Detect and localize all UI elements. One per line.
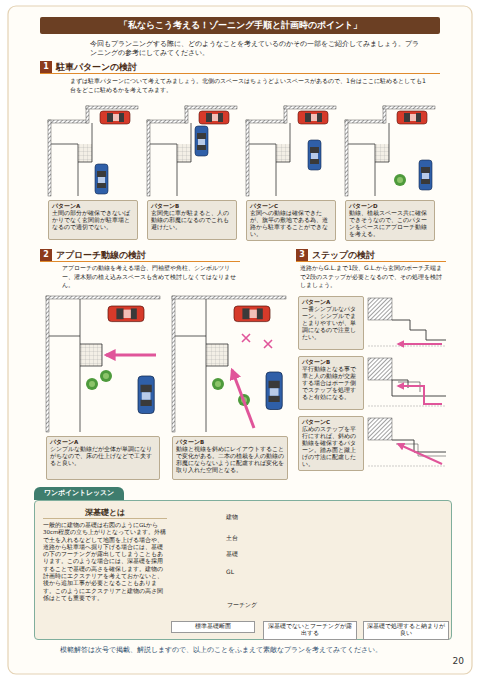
- pattern-box: パターンB動線と視線を斜めにレイアウトすることで変化がある。二本の植栽を人の動線…: [172, 436, 288, 480]
- pattern-heading: パターンB: [302, 359, 360, 366]
- title-band: 「私ならこう考える！ゾーニング手順と計画時のポイント」: [40, 17, 440, 34]
- illustration-path: [398, 386, 442, 404]
- illustration-g: [345, 106, 435, 196]
- pattern-box: パターンB玄関先に車が駐まると、人の動線の邪魔になるのでこれも避けたい。: [147, 200, 237, 240]
- pattern-text: 一番シンプルなパターン。シンプルでまとまりやすいが、単調になるので注意したい。: [302, 306, 360, 341]
- section-number: 3: [296, 249, 308, 261]
- illustration-use: [100, 370, 112, 382]
- illustration-g: [172, 296, 286, 432]
- illustration-use: [48, 106, 138, 196]
- illustration-use: [172, 296, 286, 432]
- illustration-g: [46, 296, 160, 432]
- page-card: [8, 6, 472, 674]
- pattern-heading: パターンB: [176, 439, 284, 446]
- pattern-heading: パターンA: [50, 439, 156, 446]
- pattern-text: 土間の部分が確保できないばかりでなく玄関前が駐車場となるので適切でない。: [52, 210, 134, 231]
- page-number: 20: [436, 656, 464, 667]
- caption-box: 深基礎で処理すると納まりが良い: [363, 621, 449, 640]
- pattern-box: パターンD動線、植栽スペース共に確保できそうなので、このパターンをベースにアプロ…: [345, 200, 435, 241]
- pattern-text: 玄関先に車が駐まると、人の動線の邪魔になるのでこれも避けたい。: [151, 210, 233, 231]
- part-label: フーチング: [226, 601, 260, 609]
- caption-box: 深基礎でないとフーチングが露出する: [263, 621, 357, 640]
- intro-text: 今回もプランニングする際に、どのようなことを考えているのかその一部をご紹介してみ…: [90, 40, 420, 58]
- illustration-use: [394, 174, 406, 186]
- illustration-use: [266, 372, 282, 410]
- illustration-g: [368, 358, 446, 406]
- pattern-heading: パターンA: [52, 203, 134, 210]
- illustration-use: [195, 126, 208, 156]
- approach-sketches: [46, 296, 286, 432]
- pattern-box: パターンA一番シンプルなパターン。シンプルでまとまりやすいが、単調になるので注意…: [298, 296, 364, 350]
- illustration-use: [368, 358, 446, 406]
- illustration-g: [368, 418, 446, 466]
- illustration-path: [392, 380, 446, 396]
- lesson-text: 一般的に建物の基礎は右図のようにGLから30cm程度の立ち上がりとなっています。…: [43, 522, 167, 602]
- section-number: 2: [40, 249, 52, 261]
- illustration-path: [242, 334, 272, 348]
- pattern-box: パターンC玄関への動線は確保できたが、旗竿の敷地である為、道路から駐車することが…: [246, 200, 336, 241]
- illustration-path: [398, 444, 442, 464]
- pattern-box: パターンB平行動線となる事で車と人の動線が交差する場合はポーチ側でステップを処理…: [298, 356, 364, 410]
- pattern-text: 広めのステップを平行にすれば、斜めの動線を確保するパターン。踏み面と蹴上げの寸法…: [302, 426, 360, 468]
- illustration-path: [392, 320, 446, 340]
- illustration-use: [368, 298, 446, 346]
- illustration-g: [48, 106, 138, 196]
- lesson-heading: 深基礎とは: [43, 507, 167, 519]
- pattern-heading: パターンC: [302, 419, 360, 426]
- pattern-heading: パターンD: [349, 203, 431, 210]
- parking-sketches: [48, 106, 435, 196]
- caption-text: 標準基礎断面: [174, 623, 252, 630]
- pattern-box: パターンAシンプルな動線だが全体が単調になりがちなので、床の仕上げなどで工夫する…: [46, 436, 160, 480]
- pattern-heading: パターンA: [302, 299, 360, 306]
- illustration-use: [368, 418, 446, 466]
- part-label: 建物: [225, 513, 245, 521]
- illustration-use: [147, 106, 237, 196]
- pattern-text: 玄関への動線は確保できたが、旗竿の敷地である為、道路から駐車することができない。: [250, 210, 332, 238]
- pattern-box: パターンA土間の部分が確保できないばかりでなく玄関前が駐車場となるので適切でない…: [48, 200, 138, 240]
- pattern-text: 平行動線となる事で車と人の動線が交差する場合はポーチ側でステップを処理すると有効…: [302, 366, 360, 401]
- section-number: 1: [40, 61, 52, 73]
- part-label: 土台: [225, 534, 245, 542]
- illustration-g: [368, 298, 446, 346]
- pattern-box: パターンC広めのステップを平行にすれば、斜めの動線を確保するパターン。踏み面と蹴…: [298, 416, 364, 471]
- illustration-g: [246, 106, 336, 196]
- illustration-use: [246, 106, 336, 196]
- pattern-text: 動線と視線を斜めにレイアウトすることで変化がある。二本の植栽を人の動線の邪魔にな…: [176, 446, 284, 474]
- title-text: 「私ならこう考える！ゾーニング手順と計画時のポイント」: [46, 19, 434, 31]
- illustration-path: [398, 343, 442, 345]
- illustration-use: [46, 296, 160, 432]
- section-heading: アプローチ動線の検討: [56, 249, 236, 261]
- section-heading: 駐車パターンの検討: [56, 61, 256, 73]
- footer-note: 模範解答は次号で掲載、解説しますので、以上のことをふまえて素敵なプランを考えてみ…: [60, 646, 440, 655]
- illustration-g: [147, 106, 237, 196]
- pattern-heading: パターンB: [151, 203, 233, 210]
- illustration-use: [95, 164, 108, 194]
- illustration-path: [232, 370, 254, 428]
- illustration-use: [345, 106, 435, 196]
- section-text: まずは駐車パターンについて考えてみましょう。北側のスペースはちょうどよいスペース…: [70, 77, 430, 94]
- pattern-text: シンプルな動線だが全体が単調になりがちなので、床の仕上げなどで工夫すると良い。: [50, 446, 156, 467]
- step-sketches: [368, 298, 446, 466]
- pattern-text: 動線、植栽スペース共に確保できそうなので、このパターンをベースにアプローチ動線を…: [349, 210, 431, 238]
- section-heading: ステップの検討: [312, 249, 442, 261]
- section-text: 道路からG.L.まで1段、G.L.から玄関のポーチ天端まで2段のステップが必要と…: [300, 264, 446, 290]
- illustration-use: [138, 376, 154, 414]
- caption-box: 標準基礎断面: [171, 621, 255, 633]
- part-label: 基礎: [225, 550, 245, 558]
- caption-text: 深基礎でないとフーチングが露出する: [266, 623, 354, 637]
- illustration-path: [106, 354, 156, 357]
- heading-rule: [40, 74, 446, 262]
- illustration-use: [419, 160, 432, 190]
- lesson-tab: ワンポイントレッスン: [34, 487, 124, 500]
- section-text: アプローチの動線を考える場合、門袖壁や角柱、シンボルツリー、灌木類の植え込みスペ…: [62, 264, 238, 290]
- part-label: GL: [225, 568, 245, 576]
- caption-text: 深基礎で処理すると納まりが良い: [366, 623, 446, 637]
- pattern-heading: パターンC: [250, 203, 332, 210]
- illustration-use: [308, 140, 321, 170]
